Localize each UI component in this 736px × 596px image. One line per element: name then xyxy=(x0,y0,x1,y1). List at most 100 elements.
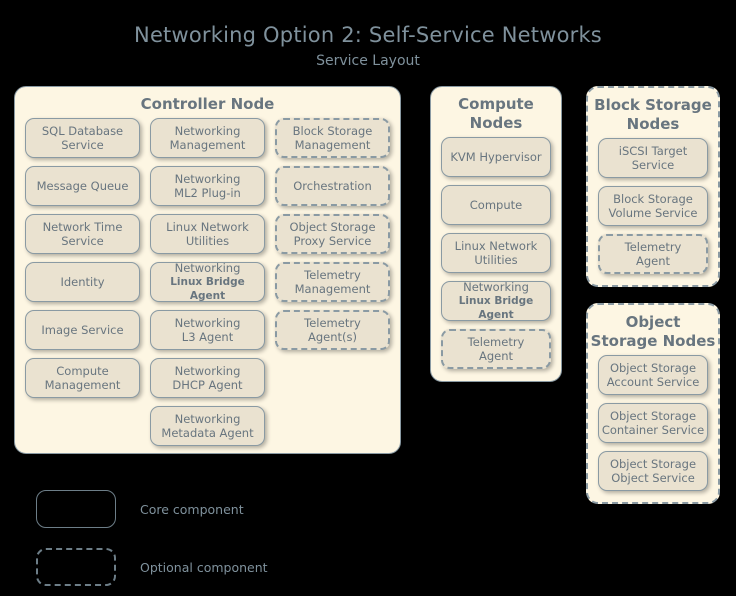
box-label-line2: Linux Bridge Agent xyxy=(458,295,534,321)
box-label-line1: Object Storage xyxy=(289,220,376,234)
box-label-line1: iSCSI Target xyxy=(618,144,688,158)
box-label-line1: Message Queue xyxy=(36,179,129,193)
box-label-line1: Orchestration xyxy=(293,179,372,193)
controller-col3-box-1[interactable]: Orchestration xyxy=(275,166,390,206)
box-label-line2: Object Service xyxy=(611,471,695,485)
box-label-line2: Service xyxy=(61,234,104,248)
legend-row-optional: Optional component xyxy=(36,538,268,596)
panel-block-storage-title-line2: Nodes xyxy=(626,115,680,133)
box-label-line1: Object Storage xyxy=(609,457,697,471)
legend-swatch-core xyxy=(36,490,116,528)
box-label-line2: Agent xyxy=(478,349,514,363)
box-label-line2: Service xyxy=(61,138,104,152)
panel-object-storage-nodes-title: Object Storage Nodes xyxy=(588,305,718,355)
box-label-line2: Linux Bridge Agent xyxy=(170,276,245,302)
box-label-line1: Object Storage xyxy=(609,409,697,423)
box-label-line1: Block Storage xyxy=(613,192,693,206)
box-label-line1: Networking xyxy=(174,261,241,275)
box-label-line1: Object Storage xyxy=(609,361,697,375)
box-label-line2: Management xyxy=(294,282,371,296)
box-label-line1: Linux Network xyxy=(166,220,249,234)
box-label-line1: KVM Hypervisor xyxy=(450,150,542,164)
box-label-line1: Identity xyxy=(60,275,105,289)
box-label-line2: Account Service xyxy=(606,375,700,389)
box-label-line1: Networking xyxy=(174,412,241,426)
box-label-line2: Service xyxy=(631,158,675,172)
box-label-line2: Utilities xyxy=(185,234,230,248)
box-label-line2: Management xyxy=(169,138,246,152)
box-label-line1: Networking xyxy=(174,316,241,330)
compute-box-1[interactable]: Compute xyxy=(441,185,551,225)
box-label-line1: Telemetry xyxy=(304,316,361,330)
box-label-line1: Telemetry xyxy=(304,268,361,282)
box-label-line1: Networking xyxy=(174,124,241,138)
box-label-line2: Agent xyxy=(635,254,671,268)
box-label-line1: Networking xyxy=(174,172,241,186)
box-label-line1: Image Service xyxy=(41,323,124,337)
panel-compute-nodes-title: Compute Nodes xyxy=(431,87,561,137)
box-label-line1: Networking xyxy=(463,280,529,294)
page-title: Networking Option 2: Self-Service Networ… xyxy=(134,23,602,47)
legend-label-core: Core component xyxy=(140,501,244,517)
legend-swatch-optional xyxy=(36,548,116,586)
panel-object-storage-title-line1: Object xyxy=(625,313,681,331)
box-label-line2: Utilities xyxy=(474,253,518,267)
box-label-line2: Management xyxy=(294,138,371,152)
box-label-line1: SQL Database xyxy=(41,124,124,138)
compute-box-0[interactable]: KVM Hypervisor xyxy=(441,137,551,177)
controller-col1-box-3[interactable]: Identity xyxy=(25,262,140,302)
panel-controller-node-title: Controller Node xyxy=(140,95,275,113)
page-subtitle: Service Layout xyxy=(316,53,420,69)
box-label-line2: L3 Agent xyxy=(181,330,234,344)
box-label-line1: Telemetry xyxy=(624,240,682,254)
box-label-line2: Container Service xyxy=(601,423,705,437)
box-label-line1: Telemetry xyxy=(467,335,525,349)
title-block: Networking Option 2: Self-Service Networ… xyxy=(0,22,736,70)
legend-label-optional: Optional component xyxy=(140,559,268,575)
box-label-line2: DHCP Agent xyxy=(172,378,243,392)
box-label-line2: Agent(s) xyxy=(307,330,357,344)
panel-block-storage-title-line1: Block Storage xyxy=(594,96,712,114)
box-label-line2: Proxy Service xyxy=(293,234,372,248)
legend-row-core: Core component xyxy=(36,480,268,538)
controller-col1-box-1[interactable]: Message Queue xyxy=(25,166,140,206)
controller-col1-box-4[interactable]: Image Service xyxy=(25,310,140,350)
box-label-line1: Networking xyxy=(174,364,241,378)
box-label-line1: Network Time xyxy=(42,220,123,234)
box-label-line2: ML2 Plug-in xyxy=(174,186,241,200)
